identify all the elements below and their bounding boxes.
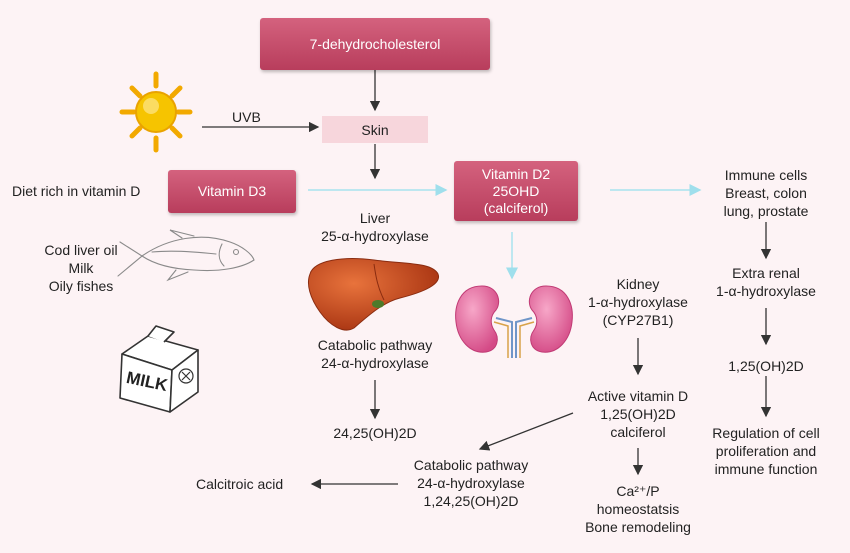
catabolic-1-title: Catabolic pathway — [317, 337, 433, 353]
fish-icon — [117, 229, 255, 282]
regulation-line-3: immune function — [714, 461, 818, 477]
liver-enzyme: 25-α-hydroxylase — [321, 228, 429, 244]
catabolic-2-enzyme: 24-α-hydroxylase — [417, 475, 525, 491]
metabolite-2425-label: 24,25(OH)2D — [318, 424, 432, 442]
skin-box: Skin — [322, 116, 428, 143]
catabolic-2-product: 1,24,25(OH)2D — [423, 493, 519, 509]
catabolic-pathway-2-label: Catabolic pathway 24-α-hydroxylase 1,24,… — [396, 456, 546, 510]
immune-lung-prostate: lung, prostate — [723, 203, 809, 219]
food-milk: Milk — [68, 260, 94, 276]
active-vitamin-d-title: Active vitamin D — [587, 388, 689, 404]
food-oily-fishes: Oily fishes — [48, 278, 114, 294]
arrow-active-to-catabolic2 — [478, 412, 574, 451]
active-vitamin-d-formula: 1,25(OH)2D — [600, 406, 676, 422]
oh2d-label: 1,25(OH)2D — [712, 357, 820, 375]
food-cod-liver-oil: Cod liver oil — [44, 242, 118, 258]
kidney-gene: (CYP27B1) — [602, 312, 674, 328]
extra-renal-label: Extra renal 1-α-hydroxylase — [702, 264, 830, 300]
calcium-phosphate-label: Ca²⁺/P homeostatsis Bone remodeling — [570, 482, 706, 536]
bone-remodeling-text: Bone remodeling — [585, 519, 691, 535]
kidney-title: Kidney — [616, 276, 660, 292]
catabolic-2-title: Catabolic pathway — [413, 457, 529, 473]
dehydrocholesterol-box: 7-dehydrocholesterol — [260, 18, 490, 70]
homeostasis-text: homeostatsis — [596, 501, 680, 517]
food-sources-label: Cod liver oil Milk Oily fishes — [26, 241, 136, 295]
calcitroic-acid-text: Calcitroic acid — [196, 476, 284, 492]
ca-p-text: Ca²⁺/P — [616, 483, 660, 499]
uvb-label: UVB — [232, 108, 261, 126]
catabolic-pathway-1-label: Catabolic pathway 24-α-hydroxylase — [300, 336, 450, 372]
active-vitamin-d-name: calciferol — [610, 424, 666, 440]
immune-cells-title: Immune cells — [724, 167, 808, 183]
diet-text: Diet rich in vitamin D — [12, 183, 141, 199]
liver-title: Liver — [359, 210, 391, 226]
immune-cells-label: Immune cells Breast, colon lung, prostat… — [706, 166, 826, 220]
regulation-label: Regulation of cell proliferation and imm… — [698, 424, 834, 478]
oh2d-text: 1,25(OH)2D — [728, 358, 804, 374]
extra-renal-title: Extra renal — [732, 265, 800, 281]
liver-icon — [307, 258, 439, 331]
kidney-enzyme: 1-α-hydroxylase — [588, 294, 688, 310]
milk-carton-icon: MILK — [119, 325, 199, 413]
vitamin-d3-box: Vitamin D3 — [168, 170, 296, 213]
calcitroic-acid-label: Calcitroic acid — [196, 475, 283, 493]
immune-breast-colon: Breast, colon — [725, 185, 807, 201]
regulation-line-2: proliferation and — [715, 443, 817, 459]
vitamin-d2-line-1: Vitamin D2 — [481, 165, 551, 182]
vitamin-d3-label: Vitamin D3 — [197, 183, 267, 199]
vitamin-d2-line-3: (calciferol) — [483, 199, 549, 216]
metabolite-2425-text: 24,25(OH)2D — [333, 425, 417, 441]
diet-label: Diet rich in vitamin D — [12, 182, 140, 200]
liver-label: Liver 25-α-hydroxylase — [305, 209, 445, 245]
active-vitamin-d-label: Active vitamin D 1,25(OH)2D calciferol — [572, 387, 704, 441]
extra-renal-enzyme: 1-α-hydroxylase — [716, 283, 816, 299]
kidney-label: Kidney 1-α-hydroxylase (CYP27B1) — [572, 275, 704, 329]
vitamin-d2-box: Vitamin D2 25OHD (calciferol) — [454, 161, 578, 221]
uvb-text: UVB — [232, 109, 261, 125]
catabolic-1-enzyme: 24-α-hydroxylase — [321, 355, 429, 371]
regulation-line-1: Regulation of cell — [712, 425, 820, 441]
vitamin-d2-line-2: 25OHD — [492, 182, 540, 199]
kidneys-icon — [455, 285, 573, 358]
sun-icon — [119, 71, 193, 153]
skin-label: Skin — [361, 121, 389, 138]
dehydrocholesterol-label: 7-dehydrocholesterol — [309, 35, 441, 52]
